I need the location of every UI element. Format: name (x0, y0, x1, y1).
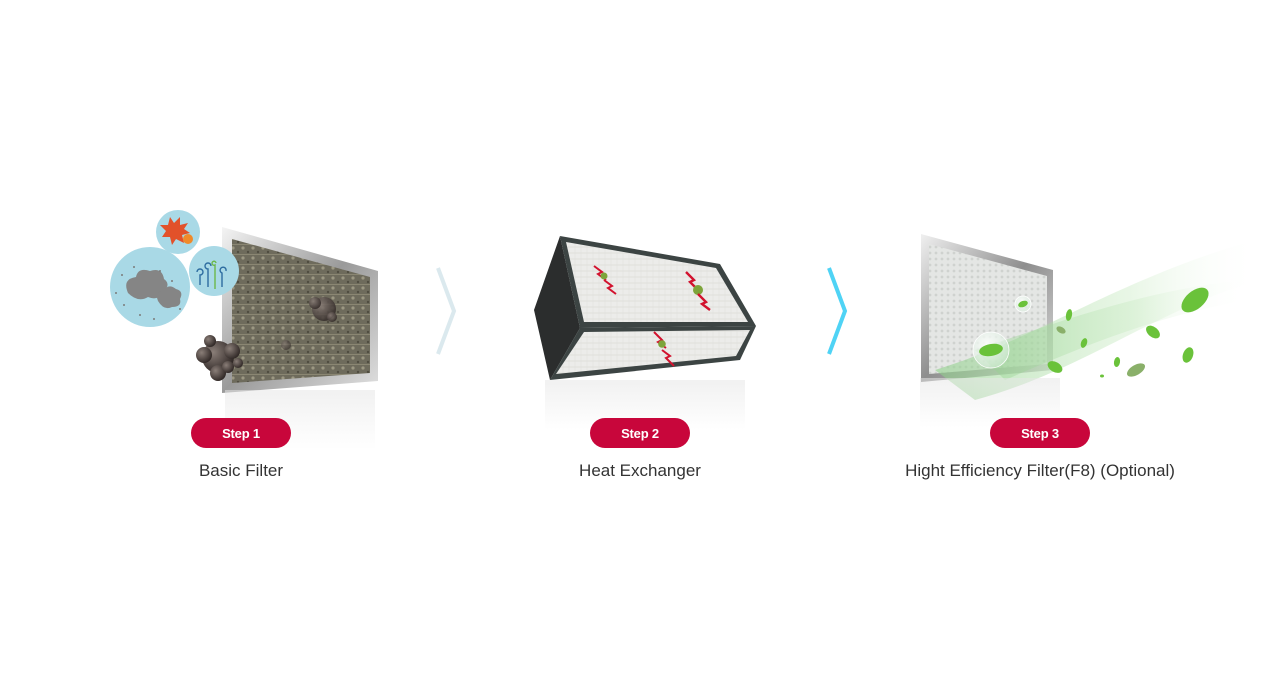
step-3-badge-label: Step 3 (1021, 425, 1059, 441)
step-1-caption: Basic Filter (198, 461, 284, 480)
bacteria-zap-icon (685, 271, 711, 311)
step-2-badge[interactable]: Step 2 (590, 418, 690, 448)
step-1-badge[interactable]: Step 1 (191, 418, 291, 448)
clean-filter-with-leaves-icon (921, 234, 1260, 400)
step-2-badge-label: Step 2 (621, 425, 659, 441)
chevron-right-icon (436, 267, 457, 355)
step-1-badge-label: Step 1 (222, 425, 260, 441)
bacteria-zap-icon (653, 331, 675, 367)
dust-particle (196, 335, 243, 381)
leaf (1181, 287, 1209, 313)
pollen-bubble (189, 246, 239, 296)
heat-exchanger-box-icon (534, 236, 756, 380)
chevron-right-icon (827, 267, 848, 355)
bacteria-zap-icon (593, 265, 617, 295)
step-3-caption: Hight Efficiency Filter(F8) (Optional) (905, 461, 1175, 480)
step-3-badge[interactable]: Step 3 (990, 418, 1090, 448)
dust-filter-with-particles-icon (110, 210, 378, 393)
step-2-caption: Heat Exchanger (579, 461, 701, 480)
